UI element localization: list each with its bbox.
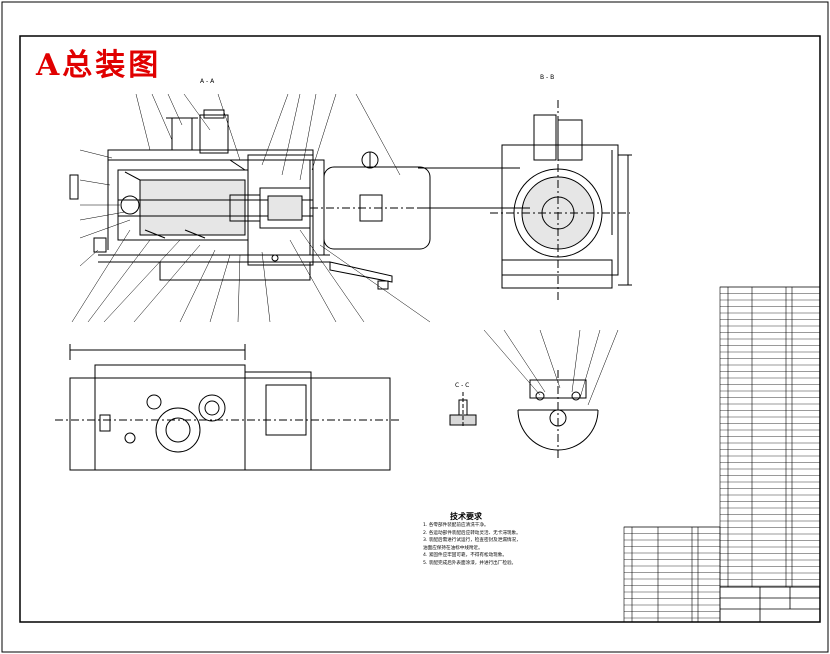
tech-requirement-item: 3. 装配后需进行试运行，检查密封及泄漏情况， — [423, 538, 521, 544]
parts-list-rows — [720, 286, 820, 587]
tech-requirement-item: 5. 装配完成后外表面涂漆，并进行出厂检验。 — [423, 560, 517, 566]
drawing-title: A总装图 — [36, 48, 162, 83]
tech-requirement-item: 油面应保持在油标中线附近。 — [423, 545, 483, 551]
title-block — [719, 586, 821, 623]
detail-d-view — [449, 392, 477, 428]
section-bb-label: B - B — [540, 74, 555, 81]
tech-requirements-title: 技术要求 — [450, 512, 482, 521]
top-plan-view — [55, 344, 400, 471]
detail-c-view — [483, 329, 619, 458]
tech-requirements-list: 1. 各零部件装配前应清洗干净。 2. 各运动部件装配后应转动灵活、无卡滞现象。… — [423, 522, 623, 568]
section-aa-label: A - A — [200, 78, 215, 85]
tech-requirement-item: 1. 各零部件装配前应清洗干净。 — [423, 523, 489, 528]
tech-requirement-item: 2. 各运动部件装配后应转动灵活、无卡滞现象。 — [423, 530, 521, 536]
section-cc-label: C - C — [455, 382, 470, 389]
main-section-view — [69, 109, 431, 290]
supplementary-rows — [624, 526, 720, 619]
side-section-view — [418, 100, 632, 300]
tech-requirement-item: 4. 紧固件应牢固可靠，不得有松动现象。 — [423, 553, 507, 559]
main-view-callouts — [71, 93, 431, 323]
